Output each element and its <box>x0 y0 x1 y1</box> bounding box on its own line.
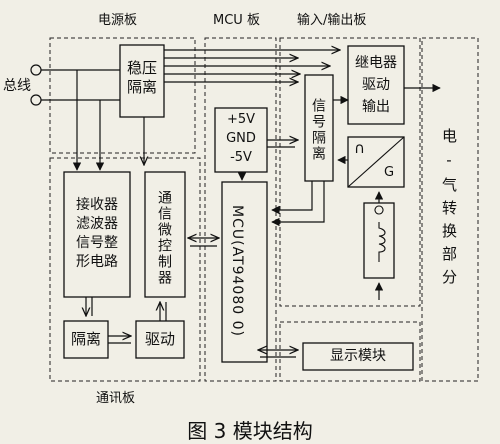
converter-n-symbol: ∩ <box>354 139 365 157</box>
comm-mcu-block <box>144 171 186 298</box>
power-board-label: 电源板 <box>98 13 138 28</box>
electro-pneumatic-text: 电-气转换部分 <box>440 128 458 292</box>
regulator-block <box>119 44 165 118</box>
figure-caption: 图 3 模块结构 <box>187 419 313 443</box>
receiver-block <box>63 171 131 298</box>
electro-pneumatic-outline <box>421 37 479 382</box>
signal-isolation-block <box>304 74 334 182</box>
mcu-block <box>221 181 268 363</box>
converter-g-symbol: G <box>384 165 395 180</box>
display-block <box>302 342 414 371</box>
signal-isolation-text: 信号隔离 <box>310 98 326 162</box>
bus-terminal-bottom <box>30 94 42 106</box>
bus-terminal-top <box>30 64 42 76</box>
comm-mcu-text: 通信微控制器 <box>156 189 172 286</box>
power-board-outline <box>49 37 196 154</box>
io-board-label: 输入/输出板 <box>297 13 367 28</box>
comm-board-label: 通讯板 <box>96 391 136 406</box>
receiver-text: 接收器 滤波器 信号整 形电路 <box>76 197 118 270</box>
isolation-text: 隔离 <box>70 330 101 348</box>
regulator-text: 稳压 隔离 <box>126 59 157 96</box>
display-region-outline <box>279 321 421 382</box>
converter-block <box>347 136 405 188</box>
relay-driver-block <box>347 45 405 125</box>
io-board-outline <box>279 37 421 307</box>
relay-driver-text: 继电器 驱动 输出 <box>355 55 397 115</box>
mcu-board-label: MCU 板 <box>213 13 260 28</box>
comm-board-outline <box>49 157 201 382</box>
display-text: 显示模块 <box>330 348 386 364</box>
bus-label: 总线 <box>3 78 31 94</box>
power-out-text: +5V GND -5V <box>226 112 256 165</box>
mcu-text: MCU(AT94080 0) <box>229 205 245 337</box>
driver-text: 驱动 <box>144 330 175 348</box>
coil-block <box>363 202 395 279</box>
mcu-board-outline <box>204 37 277 382</box>
isolation-block <box>63 320 109 359</box>
